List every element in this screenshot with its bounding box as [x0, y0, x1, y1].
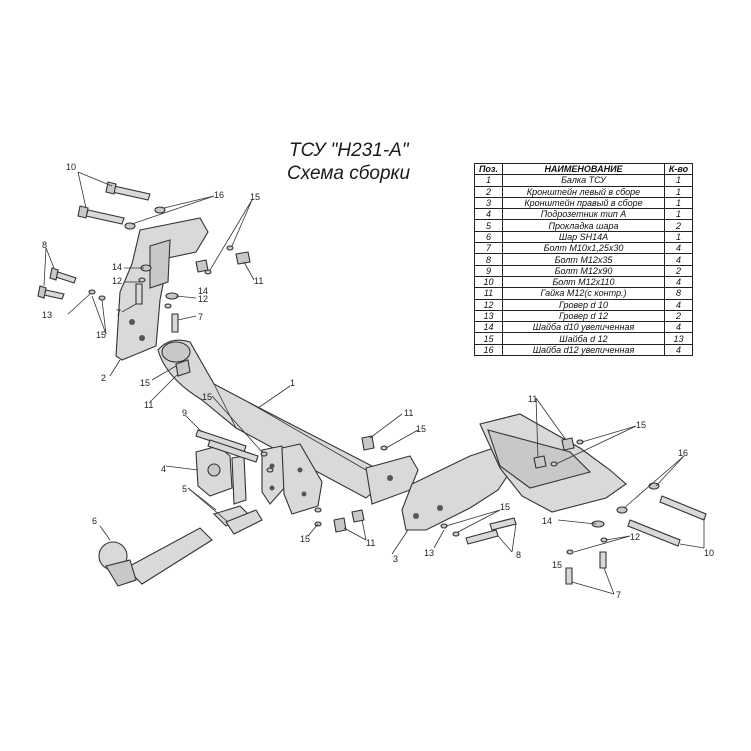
- callout-15a: 15: [250, 192, 260, 202]
- callout-15i: 15: [552, 560, 562, 570]
- callout-7c: 7: [616, 590, 621, 600]
- callout-15d: 15: [202, 392, 212, 402]
- callout-15f: 15: [300, 534, 310, 544]
- callout-3: 3: [393, 554, 398, 564]
- callout-14b: 14: [198, 286, 208, 296]
- cell-qty: 4: [664, 343, 693, 357]
- callout-12a: 12: [112, 276, 122, 286]
- callout-14c: 14: [542, 516, 552, 526]
- callout-11a: 11: [254, 276, 263, 286]
- socket-plate: [195, 445, 247, 505]
- callout-5: 5: [182, 484, 187, 494]
- callout-15g: 15: [500, 502, 510, 512]
- callout-11b: 11: [144, 400, 153, 410]
- callout-15b: 15: [96, 330, 106, 340]
- callout-11c: 11: [404, 408, 413, 418]
- callout-2: 2: [101, 373, 106, 383]
- callout-labels: 1 2 3 4 5 6 7 7 7 8 8 9 10 10 11 11 11 1…: [42, 162, 714, 600]
- beam-right-flange: [365, 455, 419, 505]
- callout-9: 9: [182, 408, 187, 418]
- callout-10b: 10: [704, 548, 714, 558]
- callout-13b: 13: [424, 548, 434, 558]
- leader-lines: [43, 171, 705, 595]
- bolts: [37, 181, 707, 585]
- callout-6: 6: [92, 516, 97, 526]
- beam-flange-plates: [261, 443, 323, 515]
- callout-8a: 8: [42, 240, 47, 250]
- drawing-title: ТСУ "Н231-А": [289, 140, 409, 161]
- washers-and-nuts: [88, 206, 660, 555]
- left-bracket: [115, 217, 209, 361]
- callout-14a: 14: [112, 262, 122, 272]
- tow-ball: [98, 527, 213, 587]
- ball-spacers: [212, 505, 263, 535]
- callout-1: 1: [290, 378, 295, 388]
- callout-15c: 15: [140, 378, 150, 388]
- callout-15e: 15: [416, 424, 426, 434]
- callout-15h: 15: [636, 420, 646, 430]
- callout-11d: 11: [366, 538, 375, 548]
- callout-8b: 8: [516, 550, 521, 560]
- callout-4: 4: [161, 464, 166, 474]
- drawing-subtitle: Схема сборки: [287, 163, 411, 184]
- callout-7b: 7: [198, 312, 203, 322]
- callout-13a: 13: [42, 310, 52, 320]
- callout-12b: 12: [198, 294, 208, 304]
- callout-16a: 16: [214, 190, 224, 200]
- callout-16b: 16: [678, 448, 688, 458]
- callout-11e: 11: [528, 394, 537, 404]
- parts-table-header: Поз. НАИМЕНОВАНИЕ К-во: [474, 162, 693, 176]
- callout-7a: 7: [116, 308, 121, 318]
- right-bracket: [401, 413, 627, 531]
- callout-10a: 10: [66, 162, 76, 172]
- callout-12c: 12: [630, 532, 640, 542]
- cell-name: Шайба d12 увеличенная: [502, 343, 665, 357]
